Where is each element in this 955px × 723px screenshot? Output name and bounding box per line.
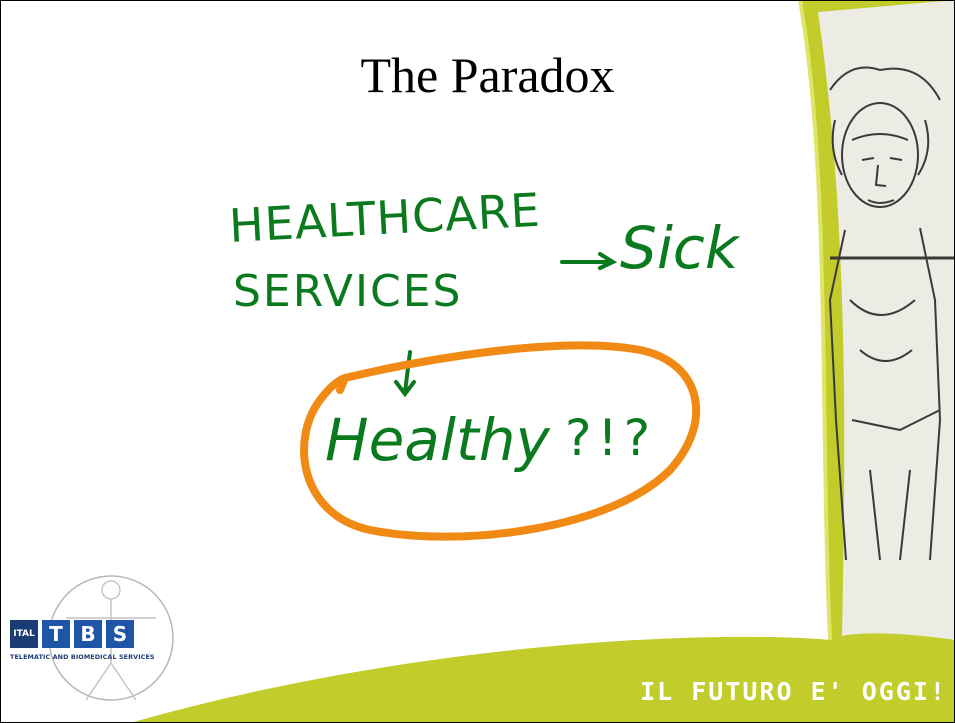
arrow-down-icon [394,350,416,398]
logo-caption: TELEMATIC AND BIOMEDICAL SERVICES [10,653,155,661]
handwritten-services: SERVICES [233,266,462,317]
handwritten-punctuation: ?!? [565,409,656,467]
arrow-right-icon [560,252,618,270]
handwritten-sick: Sick [620,214,741,282]
vitruvian-sketch-panel [818,0,955,640]
orange-circle [300,341,700,541]
logo-tile-s: S [106,620,134,648]
vitruvian-sketch [828,66,955,561]
handwritten-healthcare: HEALTHCARE [228,183,542,253]
slide-title: The Paradox [360,47,615,103]
logo-tile-ital: ITAL [10,620,38,648]
footer-slogan: IL FUTURO E' OGGI! [640,677,947,706]
swoosh-highlight [798,0,832,641]
logo-tiles: ITAL T B S [10,620,134,648]
handwritten-healthy: Healthy [325,406,550,474]
italtbs-logo: ITAL T B S TELEMATIC AND BIOMEDICAL SERV… [6,568,196,708]
logo-tile-b: B [74,620,102,648]
logo-tile-t: T [42,620,70,648]
